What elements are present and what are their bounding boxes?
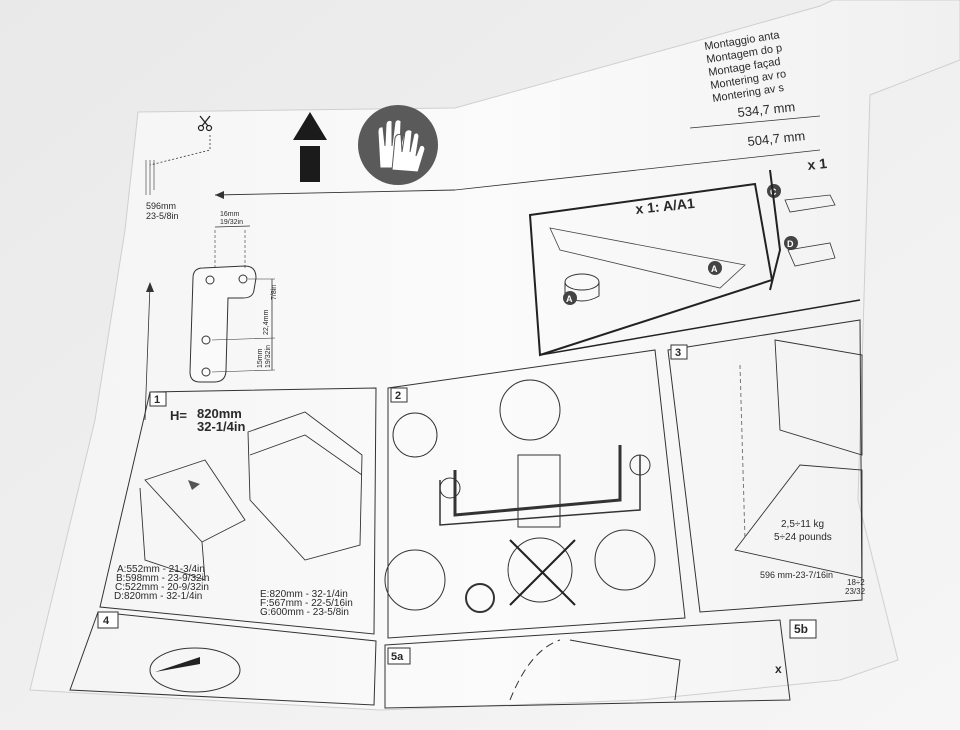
- svg-text:596 mm-23-7/16in: 596 mm-23-7/16in: [760, 570, 833, 580]
- svg-text:x 1: A/A1: x 1: A/A1: [635, 195, 696, 217]
- svg-text:15mm: 15mm: [257, 348, 264, 368]
- dimension-534: 534,7 mm: [737, 99, 796, 120]
- paper-sheet: [29, 0, 960, 711]
- svg-text:F:567mm - 22-5/16in: F:567mm - 22-5/16in: [260, 598, 353, 609]
- svg-text:596mm: 596mm: [146, 201, 176, 211]
- svg-text:A:552mm - 21-3/4in: A:552mm - 21-3/4in: [117, 564, 205, 575]
- svg-text:1: 1: [154, 394, 160, 406]
- step-3-panel: 3 2,5÷11 kg 5÷24 pounds 596 mm-23-7/16in…: [667, 319, 866, 613]
- svg-text:2,5÷11 kg: 2,5÷11 kg: [781, 519, 824, 530]
- svg-text:G:600mm - 23-5/8in: G:600mm - 23-5/8in: [260, 607, 349, 618]
- step-1-panel: 1 H= 820mm 32-1/4in A:552mm - 21-3/4in B…: [99, 387, 377, 635]
- svg-text:23-5/8in: 23-5/8in: [146, 211, 179, 221]
- scissors-icon: [197, 115, 213, 132]
- offset-dimension: 16mm 19/32in: [214, 211, 251, 228]
- svg-text:B:598mm - 23-9/32in: B:598mm - 23-9/32in: [116, 573, 209, 584]
- svg-text:x 1: x 1: [807, 155, 828, 173]
- svg-text:A: A: [566, 294, 573, 304]
- svg-text:x: x: [775, 662, 782, 676]
- step1-right-dimensions: E:820mm - 32-1/4in F:567mm - 22-5/16in G…: [260, 589, 353, 618]
- svg-text:22,4mm: 22,4mm: [263, 310, 270, 335]
- step-4-panel: 4: [69, 611, 377, 706]
- svg-text:32-1/4in: 32-1/4in: [197, 419, 245, 434]
- svg-text:C:522mm - 20-9/32in: C:522mm - 20-9/32in: [115, 582, 209, 593]
- header-multilingual-title: Montaggio anta Montagem do p Montage faç…: [704, 29, 787, 105]
- svg-text:19/32in: 19/32in: [220, 219, 243, 226]
- step-5a-panel: 5a: [384, 619, 791, 709]
- svg-text:7/8in: 7/8in: [271, 285, 278, 300]
- svg-text:D:820mm - 32-1/4in: D:820mm - 32-1/4in: [114, 591, 202, 602]
- step-5b-panel: 5b x: [775, 619, 817, 676]
- bracket-drawing: 22,4mm 7/8in 15mm 19/32in: [144, 230, 278, 421]
- left-width-label: 596mm 23-5/8in: [146, 201, 179, 221]
- svg-text:5b: 5b: [794, 622, 808, 636]
- svg-text:H=: H=: [170, 408, 187, 423]
- svg-text:4: 4: [103, 615, 110, 627]
- svg-text:820mm: 820mm: [197, 406, 242, 421]
- step-2-panel: 2: [384, 349, 686, 639]
- up-arrow-icon: [293, 112, 327, 182]
- svg-text:18÷2: 18÷2: [847, 578, 865, 587]
- svg-text:19/32in: 19/32in: [265, 345, 272, 368]
- svg-text:5÷24 pounds: 5÷24 pounds: [774, 532, 832, 543]
- svg-text:A: A: [711, 264, 718, 274]
- svg-text:D: D: [787, 239, 794, 249]
- step1-left-dimensions: A:552mm - 21-3/4in B:598mm - 23-9/32in C…: [114, 564, 209, 602]
- svg-text:23/32: 23/32: [845, 587, 866, 596]
- svg-text:2: 2: [395, 390, 401, 402]
- dimension-504: 504,7 mm: [747, 128, 806, 149]
- parts-box: x 1: A/A1 A A C D x 1: [528, 155, 861, 357]
- svg-text:5a: 5a: [391, 651, 404, 663]
- svg-text:E:820mm - 32-1/4in: E:820mm - 32-1/4in: [260, 589, 348, 600]
- svg-text:3: 3: [675, 347, 681, 359]
- svg-text:16mm: 16mm: [220, 211, 240, 218]
- gloves-icon: [358, 105, 438, 185]
